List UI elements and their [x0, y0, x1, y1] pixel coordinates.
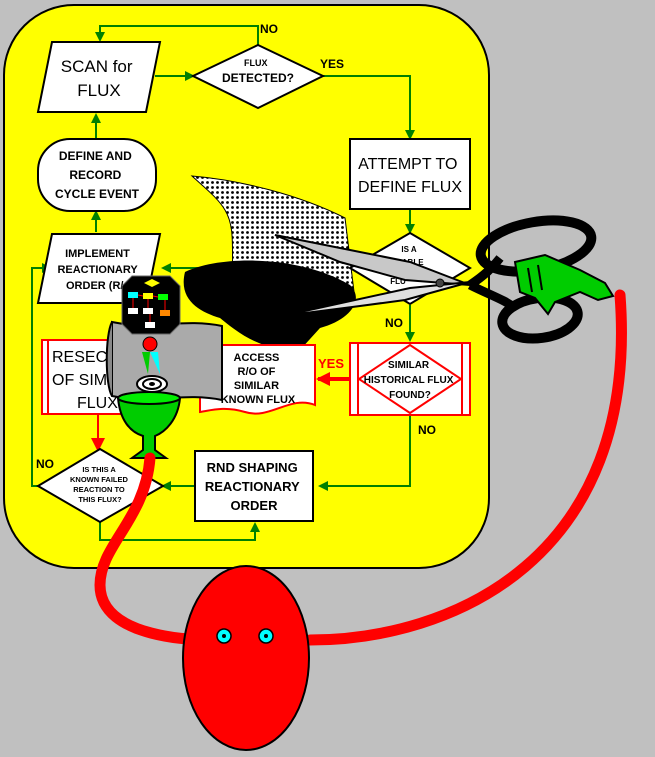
red-tube [94, 289, 627, 646]
label-no-similar: NO [418, 423, 436, 437]
red-ball [142, 336, 158, 352]
attempt-define-flux-box: ATTEMPT TO DEFINE FLUX [349, 138, 471, 210]
svg-text:RESECT OF SIMI FLU: RESECT OF SIMI FLUX [52, 349, 121, 412]
arrow-known-no-loop [31, 263, 52, 487]
define-record-cycle-box: DEFINE AND RECORD CYCLE EVENT [37, 138, 157, 212]
green-nozzle-icon [513, 253, 615, 316]
label-no-viable: NO [385, 316, 403, 330]
arrow-known-bottom [99, 522, 260, 541]
arrow-detected-no-loop [95, 25, 259, 48]
black-blob [183, 260, 356, 351]
cyan-cone [150, 352, 160, 374]
label-yes-detected: YES [320, 57, 344, 71]
svg-text:ATTEMPT TO DEFINE FLUX: ATTEMPT TO DEFINE FLUX [358, 156, 462, 196]
svg-text:IMPLEMENT REACTIONARY: IMPLEMENT REACTIONARY ORDER (R/O [57, 248, 140, 292]
svg-text:DEFINE AND RECORD: DEFINE AND RECORD CYCLE EVENT [55, 149, 140, 201]
green-cone [142, 352, 150, 374]
flow-connectors [31, 25, 415, 541]
similar-historical-flux-decision: SIMILAR HISTORICAL FLUX FOUND? [349, 342, 471, 416]
flux-detected-decision: FLUX DETECTED? [190, 43, 326, 110]
rnd-shaping-box: RND SHAPING REACTIONARY ORDER [194, 450, 314, 522]
label-no-top: NO [260, 22, 278, 36]
circuit-chip-icon [121, 275, 181, 335]
red-blob-creature-icon [182, 565, 310, 751]
label-no-left: NO [36, 457, 54, 471]
label-yes-similar: YES [318, 356, 344, 371]
scan-for-flux-box: SCAN for FLUX [36, 41, 162, 113]
svg-text:SIMILAR HISTORICAL FLUX: SIMILAR HISTORICAL FLUX FOUND? [364, 360, 456, 401]
svg-text:RND SHAPING REACTIONARY: RND SHAPING REACTIONARY ORDER [205, 460, 303, 513]
svg-text:FLUX DETECTED?: FLUX DETECTED? [222, 53, 294, 85]
arrow-similar-no [318, 415, 411, 491]
svg-text:IS THIS A KNOWN FAILED: IS THIS A KNOWN FAILED REACTION TO THIS … [70, 465, 130, 504]
green-cup-icon [116, 391, 182, 459]
arrow-detected-yes [323, 75, 415, 140]
svg-text:SCAN for FLUX: SCAN for FLUX [61, 57, 138, 100]
access-ro-document: ACCESS R/O OF SIMILAR KNOWN FLUX [199, 344, 316, 415]
svg-text:ACCESS R/O OF SIMI: ACCESS R/O OF SIMILAR KNOWN FLUX [221, 352, 296, 406]
